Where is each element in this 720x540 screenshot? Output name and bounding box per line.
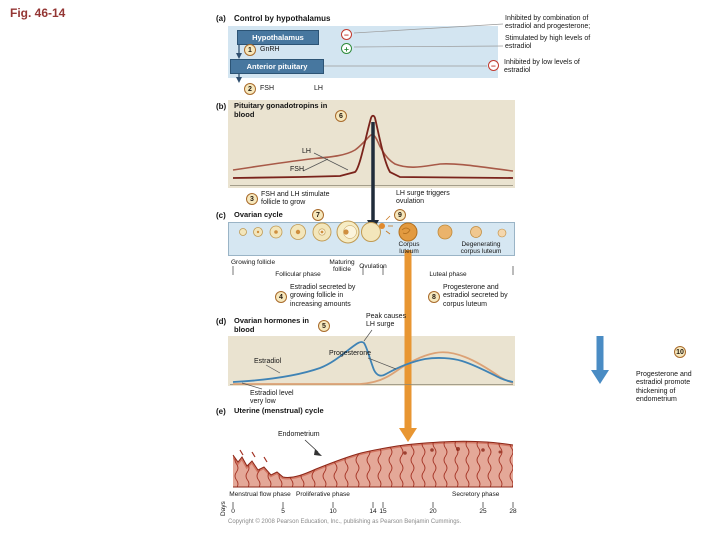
step-1-badge: 1 bbox=[244, 44, 256, 56]
maturing-follicle-label: Maturing follicle bbox=[329, 259, 355, 274]
endometrium-pointer bbox=[304, 439, 322, 456]
panel-e-title: Uterine (menstrual) cycle bbox=[234, 406, 324, 415]
panel-d-title: Ovarian hormones in blood bbox=[234, 316, 310, 334]
stim-high-note: Stimulated by high levels of estradiol bbox=[505, 35, 591, 51]
step-2-badge: 2 bbox=[244, 83, 256, 95]
panel-b-label: (b) bbox=[216, 102, 227, 111]
step-10-badge: 10 bbox=[674, 346, 686, 358]
panel-c-label: (c) bbox=[216, 211, 226, 220]
step-4-badge: 4 bbox=[275, 291, 287, 303]
day-tick-0: 0 bbox=[231, 508, 235, 515]
gnrh-label: GnRH bbox=[260, 46, 280, 53]
secretory-phase-label: Secretory phase bbox=[452, 491, 500, 498]
progesterone-label: Progesterone bbox=[329, 350, 372, 357]
panel-e-label: (e) bbox=[216, 407, 226, 416]
day-tick-10: 10 bbox=[329, 508, 337, 515]
endometrium-illustration bbox=[232, 440, 514, 488]
day-tick-5: 5 bbox=[281, 508, 285, 515]
corpus-luteum-label: Corpus luteum bbox=[398, 241, 420, 256]
step-4-text: Estradiol secreted by growing follicle i… bbox=[290, 284, 356, 308]
hypothalamus-box: Hypothalamus bbox=[237, 30, 319, 45]
step-8-text: Progesterone and estradiol secreted by c… bbox=[443, 284, 508, 308]
step-8-badge: 8 bbox=[428, 291, 440, 303]
panel-b-title: Pituitary gonadotropins in blood bbox=[234, 101, 328, 119]
step-3-badge: 3 bbox=[246, 193, 258, 205]
copyright-line: Copyright © 2008 Pearson Education, Inc.… bbox=[228, 519, 462, 525]
lh-release-label: LH bbox=[314, 85, 323, 92]
step-7-badge: 7 bbox=[312, 209, 324, 221]
follicular-phase-label: Follicular phase bbox=[275, 271, 321, 278]
panel-d-label: (d) bbox=[216, 317, 227, 326]
day-tick-20: 20 bbox=[429, 508, 437, 515]
anterior-pituitary-box: Anterior pituitary bbox=[230, 59, 324, 74]
proliferative-phase-label: Proliferative phase bbox=[296, 491, 350, 498]
fsh-release-label: FSH bbox=[260, 85, 274, 92]
peak-causes-surge-text: Peak causes LH surge bbox=[366, 313, 407, 329]
day-tick-14: 14 bbox=[369, 508, 377, 515]
degenerating-corpus-label: Degenerating corpus luteum bbox=[460, 241, 502, 256]
fsh-curve-label: FSH bbox=[290, 166, 304, 173]
figure-number: Fig. 46-14 bbox=[10, 6, 66, 20]
panel-a-title: Control by hypothalamus bbox=[234, 14, 331, 23]
ovulation-phase-label: Ovulation bbox=[359, 263, 387, 270]
lh-curve-label: LH bbox=[302, 148, 311, 155]
inh-low-note: Inhibited by low levels of estradiol bbox=[504, 59, 580, 75]
inhibit-symbol-hypothalamus: − bbox=[341, 29, 352, 40]
step-9-badge: 9 bbox=[394, 209, 406, 221]
endometrium-label: Endometrium bbox=[278, 431, 320, 438]
panel-a-label: (a) bbox=[216, 14, 226, 23]
panel-c-title: Ovarian cycle bbox=[234, 210, 283, 219]
step-3-text: FSH and LH stimulate follicle to grow bbox=[261, 191, 330, 207]
day-tick-15: 15 bbox=[379, 508, 387, 515]
step-5-badge: 5 bbox=[318, 320, 330, 332]
lh-surge-text: LH surge triggers ovulation bbox=[396, 190, 450, 206]
inh-combo-note: Inhibited by combination of estradiol an… bbox=[505, 15, 591, 31]
step-6-badge: 6 bbox=[335, 110, 347, 122]
estradiol-low-text: Estradiol level very low bbox=[250, 390, 294, 406]
menstrual-phase-label: Menstrual flow phase bbox=[229, 491, 291, 498]
step-10-text: Progesterone and estradiol promote thick… bbox=[636, 371, 692, 403]
day-tick-28: 28 bbox=[509, 508, 517, 515]
estradiol-label: Estradiol bbox=[254, 358, 282, 365]
day-tick-25: 25 bbox=[479, 508, 487, 515]
luteal-phase-label: Luteal phase bbox=[429, 271, 467, 278]
growing-follicle-label: Growing follicle bbox=[231, 259, 276, 266]
inhibit-symbol-pituitary: − bbox=[488, 60, 499, 71]
estradiol-progesterone-arrow bbox=[591, 336, 609, 384]
stimulate-symbol-hypothalamus: + bbox=[341, 43, 352, 54]
